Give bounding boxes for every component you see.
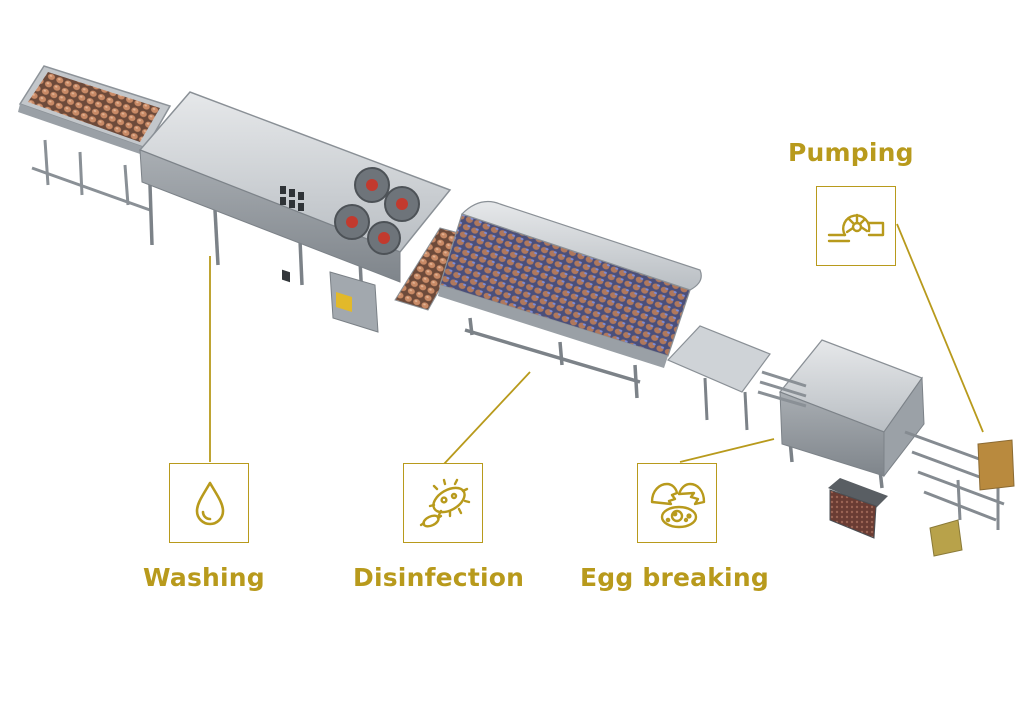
- washing-icon-box: [169, 463, 249, 543]
- disinfection-leader-line: [443, 371, 531, 465]
- machine-illustration: [18, 65, 1015, 557]
- disinfection-icon-box: [403, 463, 483, 543]
- pumping-leader-line: [896, 223, 984, 433]
- water-drop-icon: [195, 481, 225, 526]
- pumping-label: Pumping: [788, 138, 914, 167]
- broken-egg-icon: [650, 482, 706, 529]
- pump-icon: [827, 213, 885, 243]
- disinfection-label: Disinfection: [353, 563, 525, 592]
- bacteria-icon: [419, 478, 471, 528]
- callout-lines: [209, 223, 984, 465]
- egg-breaking-leader-line: [679, 438, 775, 463]
- pumping-icon-box: [816, 186, 896, 266]
- egg-breaking-icon-box: [637, 463, 717, 543]
- egg-breaking-label: Egg breaking: [580, 563, 769, 592]
- washing-label: Washing: [143, 563, 265, 592]
